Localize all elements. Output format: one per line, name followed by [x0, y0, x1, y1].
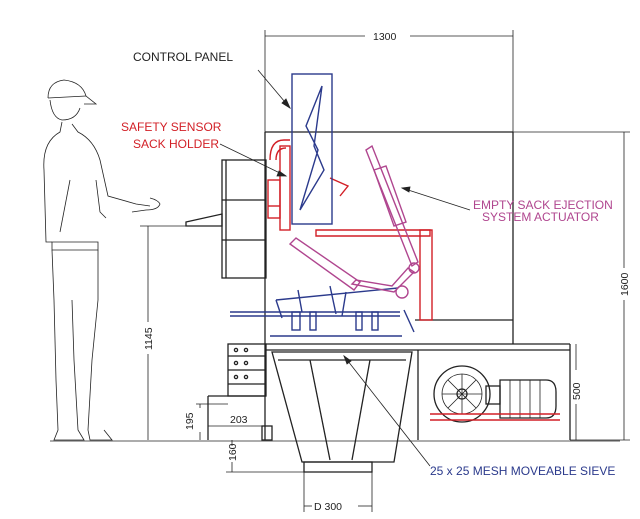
ejection-label-line1: EMPTY SACK EJECTION [473, 198, 613, 212]
safety-sensor-sack-holder [267, 139, 433, 321]
dim-table-height: 1145 [143, 327, 155, 350]
moveable-sieve [230, 285, 415, 337]
ejection-actuator [288, 144, 420, 299]
leader-lines [219, 69, 471, 467]
feed-table [185, 159, 267, 440]
main-cabinet [261, 131, 571, 441]
dim-outlet-diameter: D 300 [314, 501, 342, 513]
control-panel-label: CONTROL PANEL [133, 50, 233, 64]
ejection-label-line2: SYSTEM ACTUATOR [482, 210, 599, 224]
motor-drive [430, 365, 560, 423]
sack-holder-label: SACK HOLDER [133, 137, 219, 151]
dim-outlet-height: 160 [227, 443, 239, 461]
dim-width: 1300 [373, 31, 397, 43]
dim-motor-height: 500 [571, 382, 583, 400]
dim-height: 1600 [619, 272, 631, 296]
operator-figure [43, 79, 161, 441]
control-panel-box [291, 73, 333, 225]
outlet-hopper [271, 351, 413, 473]
safety-sensor-label: SAFETY SENSOR [121, 120, 222, 134]
dim-step-depth: 203 [230, 414, 248, 426]
dimension-lines [140, 30, 630, 512]
dim-step-height: 195 [184, 412, 196, 430]
sieve-label: 25 x 25 MESH MOVEABLE SIEVE [430, 464, 615, 478]
